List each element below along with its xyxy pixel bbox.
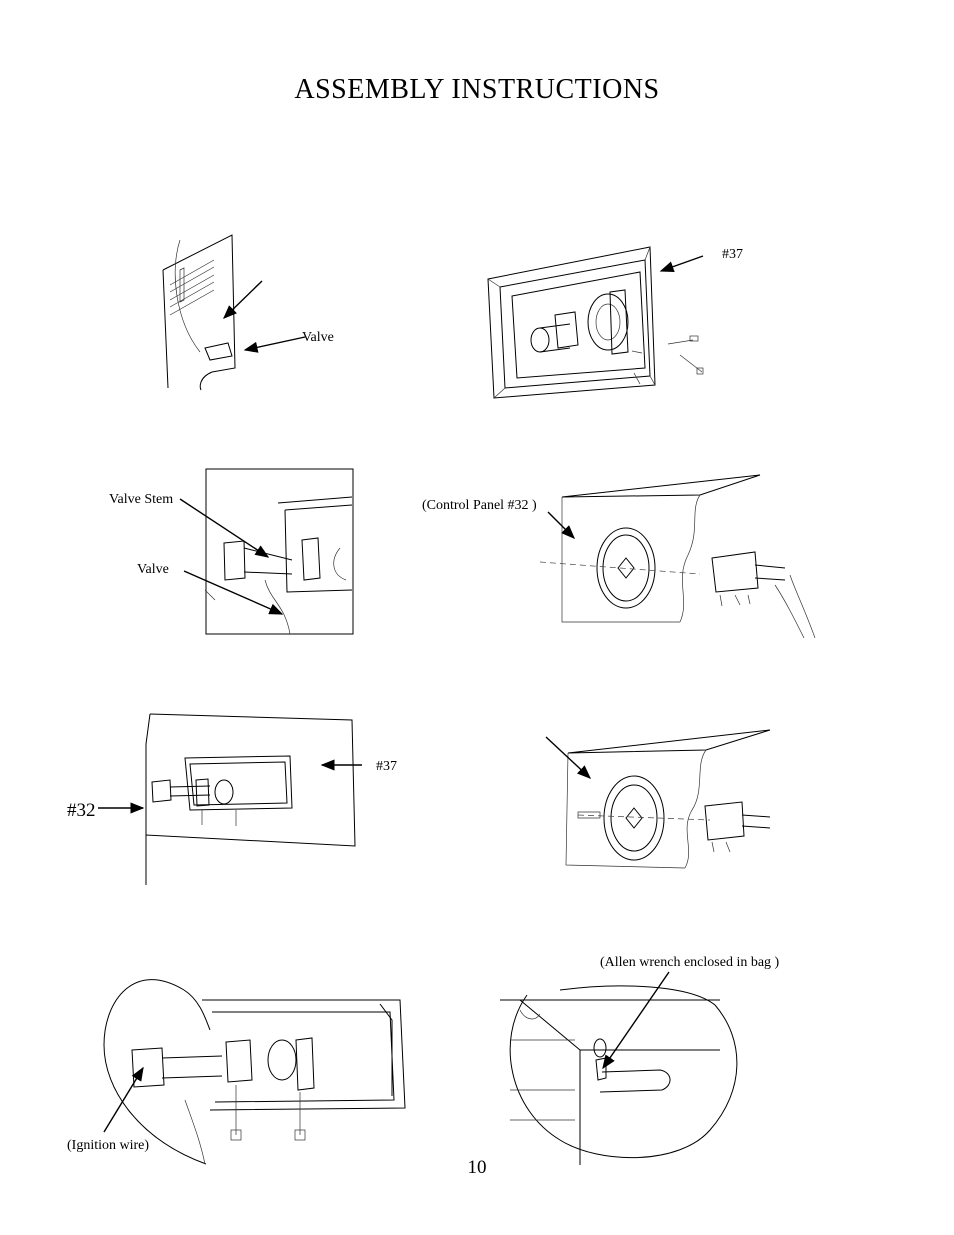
figure-6-knob-install xyxy=(545,729,771,869)
figure-8-allen-wrench xyxy=(500,971,738,1165)
figure-5-assembly-32-37 xyxy=(98,713,362,885)
figure-4-control-panel-32 xyxy=(539,474,816,639)
ignition-wire-label: (Ignition wire) xyxy=(67,1138,150,1153)
valve-stem-label: Valve Stem xyxy=(109,492,174,507)
page-title: ASSEMBLY INSTRUCTIONS xyxy=(294,74,660,105)
valve-label-1: Valve xyxy=(302,330,334,345)
part-37-label-b: #37 xyxy=(376,759,397,774)
part-32-label: #32 xyxy=(67,800,96,821)
valve-label-2: Valve xyxy=(137,562,169,577)
figure-7-ignition-wire xyxy=(103,979,406,1165)
figure-2-panel-37 xyxy=(487,246,704,399)
figure-3-valve-stem xyxy=(179,468,354,635)
page-number: 10 xyxy=(467,1157,487,1178)
control-panel-label: (Control Panel #32 ) xyxy=(422,498,537,513)
part-37-label-a: #37 xyxy=(722,247,743,262)
figure-1-side-panel xyxy=(162,234,306,391)
allen-wrench-label: (Allen wrench enclosed in bag ) xyxy=(600,955,780,970)
